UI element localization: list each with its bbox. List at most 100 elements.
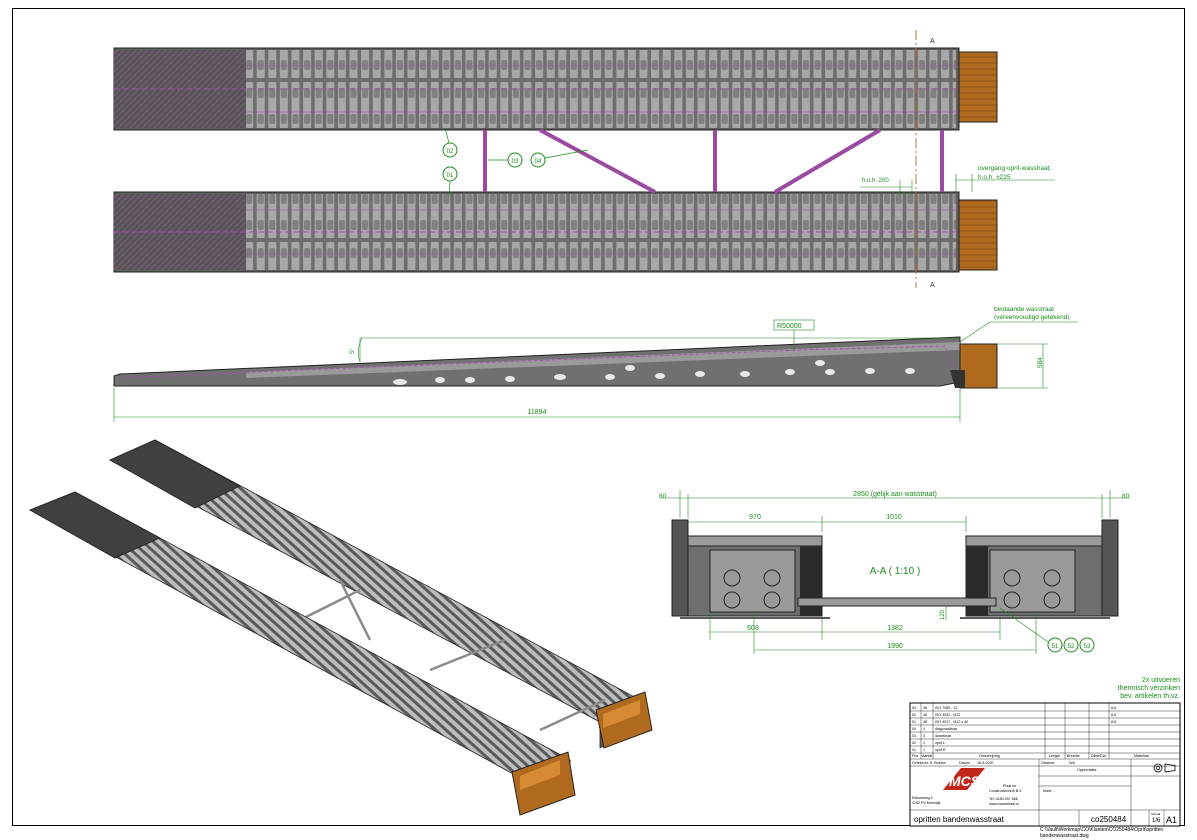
note-line-1: 2x uitvoeren bbox=[1141, 677, 1180, 684]
svg-text:52: 52 bbox=[1068, 644, 1075, 650]
label-dim-left-edge: 80 bbox=[659, 493, 667, 500]
galvanize-note: 2x uitvoeren thermisch verzinken bev. ar… bbox=[1110, 677, 1180, 701]
company-tel: Tel: 0180-397 666 bbox=[989, 797, 1018, 801]
sheet-number: 1/6 bbox=[1152, 818, 1161, 824]
dim-hoh-200 bbox=[860, 180, 913, 195]
part-row-5-desc: dwarsbuis bbox=[935, 734, 951, 738]
company-logo: MCS bbox=[943, 768, 985, 790]
date-label: Datum: bbox=[959, 761, 971, 765]
header-length: Lengte bbox=[1049, 754, 1060, 758]
svg-text:53: 53 bbox=[1084, 644, 1091, 650]
weight-value: N/A bbox=[1069, 761, 1076, 765]
ramp-back-3d bbox=[109, 439, 653, 749]
paper-format: A1 bbox=[1166, 815, 1177, 825]
svg-text:MCS: MCS bbox=[949, 773, 981, 789]
label-length: 11894 bbox=[528, 409, 547, 416]
drawing-frame bbox=[12, 8, 1185, 826]
dim-bottom bbox=[709, 606, 1037, 654]
label-dim-overall: 2850 (gelijk aan wasstraat) bbox=[853, 491, 937, 498]
header-width: Breedte bbox=[1067, 754, 1080, 758]
side-view: R50000 5° bestaande wasstraat (vereenvou… bbox=[113, 306, 1078, 422]
scale-label: Schaal: bbox=[1151, 812, 1161, 816]
svg-text:04: 04 bbox=[535, 159, 542, 165]
company-line-2: Constructiewerk B.V. bbox=[989, 789, 1022, 793]
part-row-6-desc: oprit L bbox=[935, 741, 945, 745]
surface-label: Oppervlakte: bbox=[1077, 768, 1097, 772]
dim-overall bbox=[660, 490, 1130, 518]
isometric-view bbox=[29, 439, 653, 816]
part-row-1-mat: 8.8 bbox=[1111, 706, 1116, 710]
drawing-title: opritten bandenwasstraat bbox=[914, 815, 1005, 824]
part-row-7-qty: 1 bbox=[923, 748, 925, 752]
svg-text:03: 03 bbox=[512, 159, 519, 165]
part-row-2-pos: 52 bbox=[912, 713, 916, 717]
company-web: www.mcsmetaal.nl bbox=[989, 802, 1019, 806]
part-row-6-pos: 02 bbox=[912, 741, 916, 745]
balloon-52: 52 bbox=[1063, 637, 1079, 653]
dim-angle bbox=[358, 337, 960, 363]
cross-tubes bbox=[483, 128, 944, 194]
file-path: C:\Vault\Werkmap\CO\Klanten\CO250484\Opr… bbox=[1040, 827, 1164, 839]
part-row-1-desc: ISO 7089 - 12 bbox=[935, 706, 957, 710]
header-desc: Omschrijving bbox=[979, 754, 1000, 758]
svg-text:01: 01 bbox=[447, 173, 454, 179]
weight-label: Gewicht: bbox=[1041, 761, 1055, 765]
callout-existing bbox=[959, 321, 1078, 343]
balloon-51: 51 bbox=[1047, 637, 1063, 653]
part-row-2-desc: ISO 4032 - M12 bbox=[935, 713, 960, 717]
ramp-lower-plan bbox=[113, 191, 998, 273]
company-addr-1: Edisonweg 4 bbox=[912, 796, 933, 800]
top-view: A A 02 01 03 04 h.o.h. 200 bbox=[113, 30, 1055, 289]
part-row-5-pos: 03 bbox=[912, 734, 916, 738]
part-row-1-qty: 48 bbox=[923, 706, 927, 710]
part-row-1-pos: 53 bbox=[912, 706, 916, 710]
part-row-4-pos: 04 bbox=[912, 727, 916, 731]
section-tube bbox=[797, 597, 997, 607]
section-view: 2850 (gelijk aan wasstraat) 80 80 970 10… bbox=[659, 490, 1130, 654]
part-row-3-desc: ISO 4017 - M12 x 40 bbox=[935, 720, 968, 724]
dim-radius bbox=[773, 319, 815, 350]
section-mark-bottom: A bbox=[930, 282, 935, 289]
label-existing-1: bestaande wasstraat bbox=[994, 306, 1054, 313]
balloon-03: 03 bbox=[488, 152, 523, 168]
dim-transition bbox=[955, 174, 1055, 192]
svg-text:02: 02 bbox=[447, 149, 454, 155]
balloon-01: 01 bbox=[442, 166, 458, 197]
note-line-3: bev. artikelen th.vz. bbox=[1120, 693, 1180, 700]
dim-height bbox=[997, 343, 1048, 389]
label-transition-2: h.o.h. ±225 bbox=[978, 174, 1011, 181]
part-row-2-mat: 8.8 bbox=[1111, 713, 1116, 717]
parts-table: 53 48 ISO 7089 - 12 8.8 52 48 ISO 4032 -… bbox=[912, 706, 1149, 758]
ramp-side-profile bbox=[113, 336, 998, 389]
part-row-7-desc: oprit R bbox=[935, 748, 946, 752]
label-dim-right-edge: 80 bbox=[1122, 493, 1130, 500]
company-line-1: Plaat en bbox=[1003, 784, 1016, 788]
date-value: 18-5-2020 bbox=[977, 761, 993, 765]
ramp-front-3d bbox=[29, 491, 576, 816]
dim-970-1010 bbox=[688, 516, 967, 532]
label-radius: R50000 bbox=[777, 323, 802, 330]
label-transition-1: overgang oprit-wasstraat: bbox=[978, 165, 1052, 172]
header-qty: Aantal bbox=[922, 754, 932, 758]
balloon-53: 53 bbox=[1079, 637, 1095, 653]
projection-icon bbox=[1153, 763, 1176, 773]
label-dim-1010: 1010 bbox=[886, 514, 902, 521]
section-mark-top: A bbox=[930, 38, 935, 45]
part-row-3-qty: 48 bbox=[923, 720, 927, 724]
part-row-7-pos: 01 bbox=[912, 748, 916, 752]
part-row-3-mat: 8.8 bbox=[1111, 720, 1116, 724]
drawn-by: Getekend: G. Boelee bbox=[912, 761, 946, 765]
balloon-02: 02 bbox=[442, 127, 458, 158]
part-row-6-qty: 1 bbox=[923, 741, 925, 745]
drawing-number: co250484 bbox=[1091, 815, 1127, 824]
header-pos: Pos bbox=[912, 754, 918, 758]
ramp-upper-plan bbox=[113, 47, 998, 131]
label-existing-2: (vereenvoudigd getekend) bbox=[994, 314, 1070, 321]
part-row-5-qty: 3 bbox=[923, 734, 925, 738]
label-angle: 5° bbox=[350, 348, 356, 354]
label-dim-120: 120 bbox=[940, 609, 946, 620]
customer: Klant: - bbox=[1043, 789, 1055, 793]
section-block-left bbox=[671, 519, 830, 619]
part-row-4-qty: 4 bbox=[923, 727, 925, 731]
